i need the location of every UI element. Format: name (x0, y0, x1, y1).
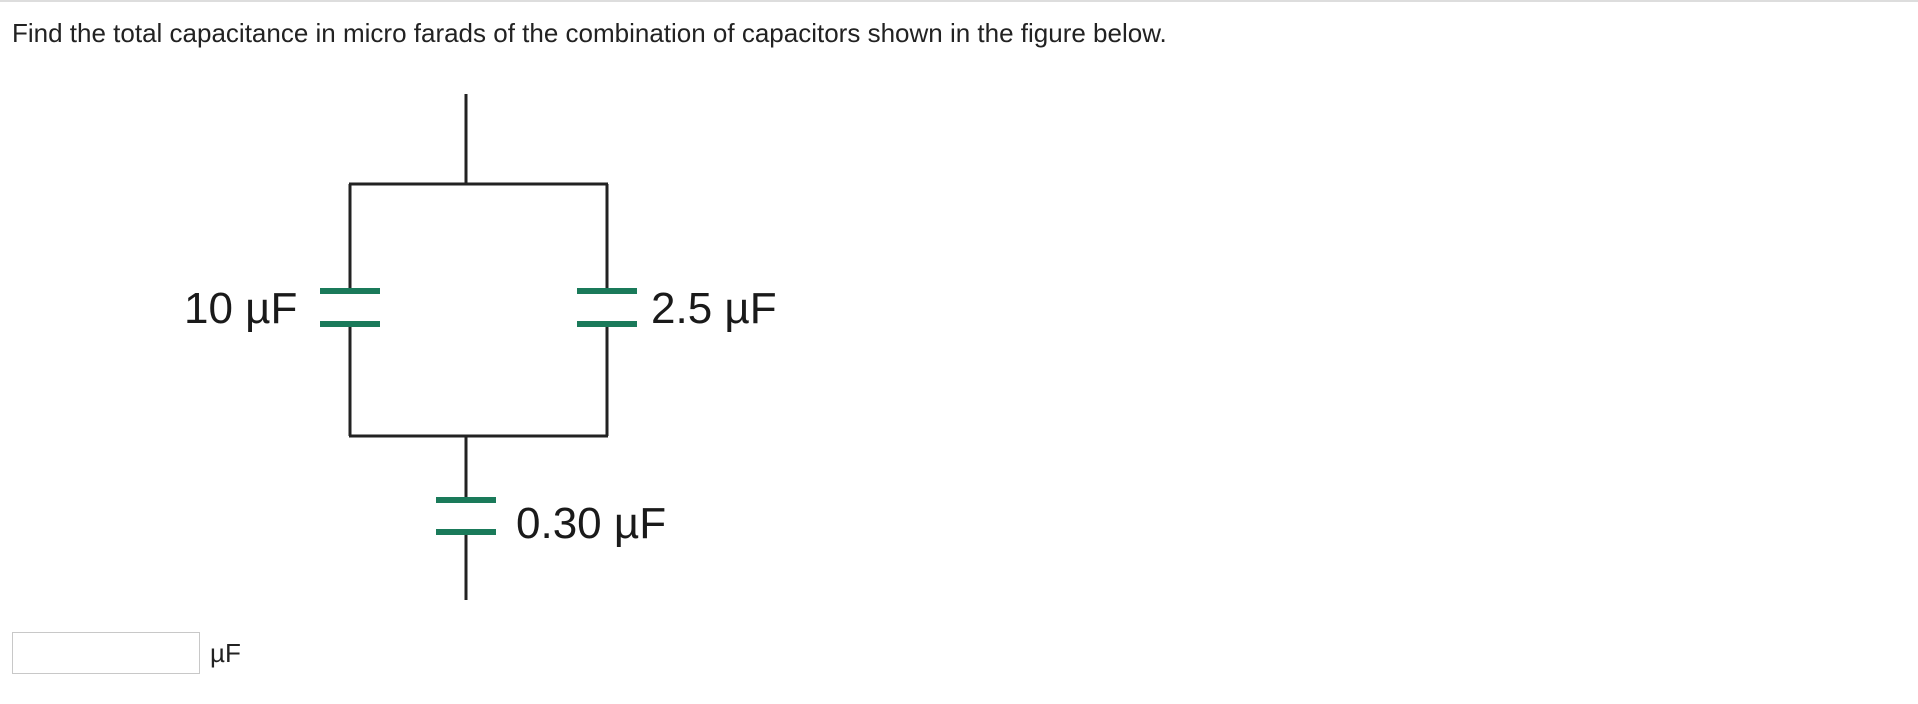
capacitor-0.30uF-label: 0.30 µF (516, 499, 666, 548)
question-text: Find the total capacitance in micro fara… (12, 18, 1167, 48)
answer-row: µF (12, 632, 241, 674)
top-divider (0, 0, 1918, 2)
capacitor-2.5uF-label: 2.5 µF (651, 284, 777, 333)
answer-unit-label: µF (210, 637, 241, 668)
capacitor-10uF-label: 10 µF (184, 284, 297, 333)
answer-input[interactable] (12, 632, 200, 674)
